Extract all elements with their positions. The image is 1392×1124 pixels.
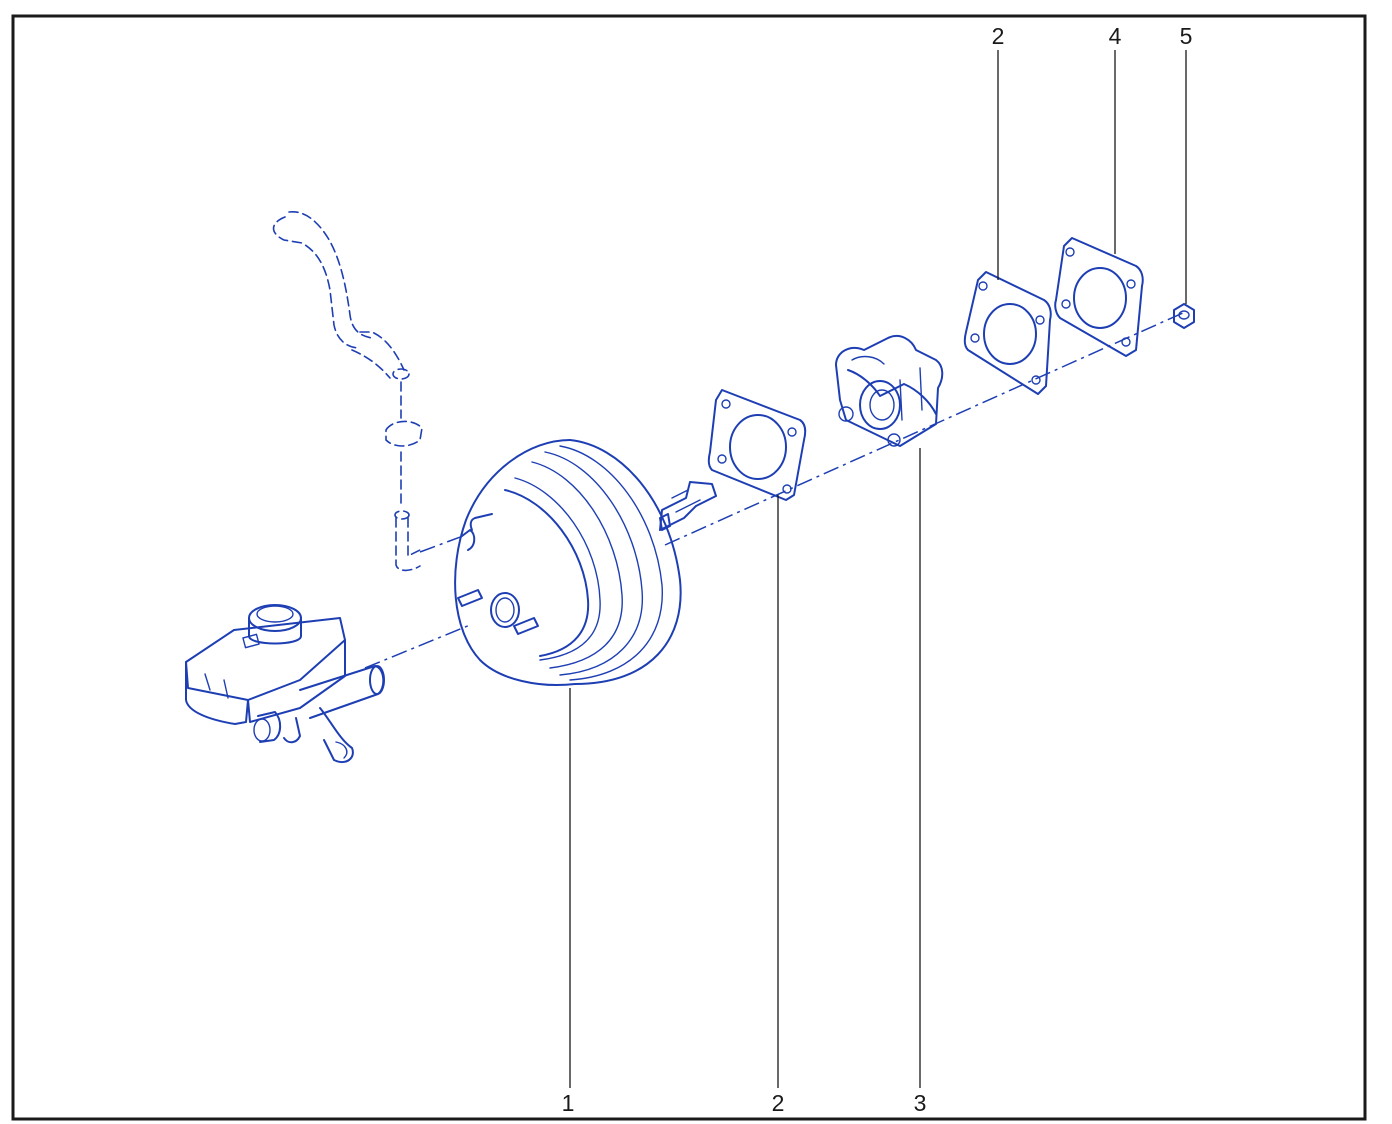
gasket-front [707, 389, 807, 501]
assembly-axis-line [364, 624, 471, 669]
brake-master-cylinder [185, 604, 385, 764]
spacer-adapter [835, 334, 944, 447]
vacuum-hose [272, 211, 423, 572]
callout-number-1: 1 [562, 1090, 575, 1116]
callout-number-3: 3 [914, 1090, 927, 1116]
gasket-rear [963, 271, 1052, 395]
callout-number-5: 5 [1180, 23, 1193, 49]
vacuum-brake-booster [454, 439, 717, 686]
mounting-plate [1054, 237, 1144, 357]
callout-number-2-bottom: 2 [772, 1090, 785, 1116]
vacuum-hose-axis-line [419, 535, 464, 553]
assembly-axis-line-rear [664, 311, 1186, 546]
hex-nut [1173, 303, 1195, 329]
diagram-frame [11, 14, 1367, 1121]
callout-number-4: 4 [1109, 23, 1122, 49]
callout-number-2-top: 2 [992, 23, 1005, 49]
